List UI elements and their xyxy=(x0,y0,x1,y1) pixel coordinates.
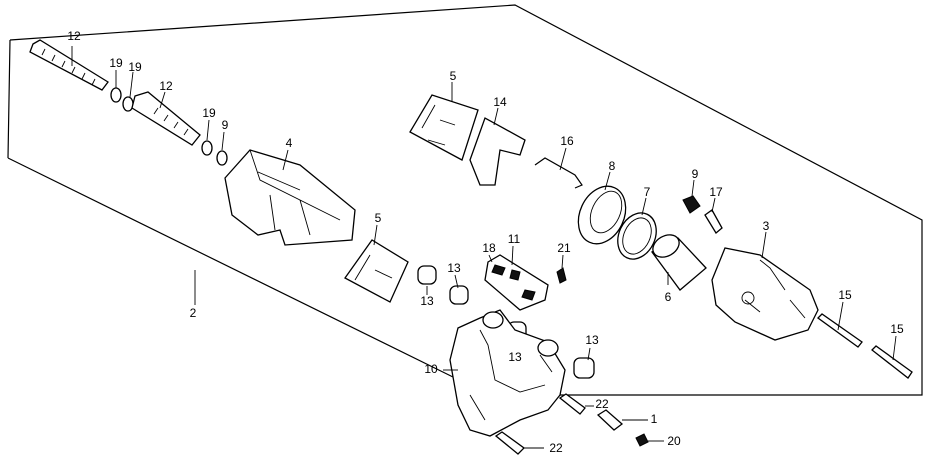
label-2: 2 xyxy=(190,306,197,320)
clip-21 xyxy=(556,254,567,284)
piston-6 xyxy=(651,234,707,291)
bleeder-screw-17 xyxy=(704,197,723,234)
label-13-b: 13 xyxy=(420,294,434,308)
connector-1 xyxy=(596,409,648,431)
label-15-a: 15 xyxy=(838,288,852,302)
label-7: 7 xyxy=(644,185,651,199)
assembly-outline xyxy=(7,4,923,396)
label-11: 11 xyxy=(508,232,521,246)
bolt-22-lower xyxy=(494,431,544,455)
label-10: 10 xyxy=(424,362,438,376)
o-ring-19-b xyxy=(122,96,134,112)
label-21: 21 xyxy=(557,241,571,255)
label-12-lower: 12 xyxy=(159,79,173,93)
label-8: 8 xyxy=(609,159,616,173)
label-17: 17 xyxy=(709,185,723,199)
caliper-housing-3 xyxy=(711,231,819,341)
label-1: 1 xyxy=(651,412,658,426)
pad-shim-5-upper xyxy=(409,82,479,161)
caliper-bracket-10 xyxy=(443,309,566,437)
label-13-a: 13 xyxy=(447,261,461,275)
brake-pad-11-18 xyxy=(484,245,549,311)
pin-15-a xyxy=(817,301,863,348)
pad-spring-14 xyxy=(469,107,526,186)
bolt-20 xyxy=(635,433,664,447)
label-19-b: 19 xyxy=(128,60,142,74)
slide-pin-12-upper xyxy=(29,39,109,91)
label-5-lower: 5 xyxy=(375,211,382,225)
pin-15-b xyxy=(871,335,913,379)
label-13-c: 13 xyxy=(508,350,522,364)
label-3: 3 xyxy=(763,219,770,233)
label-22-upper: 22 xyxy=(595,397,609,411)
pad-shim-5-lower xyxy=(344,224,409,303)
label-22-lower: 22 xyxy=(549,441,563,455)
slide-pin-12-lower xyxy=(131,91,201,146)
label-16: 16 xyxy=(560,134,574,148)
label-13-d: 13 xyxy=(585,333,599,347)
o-ring-19-c xyxy=(201,140,213,156)
bushing-13-b xyxy=(449,274,469,305)
part-labels: 12 19 19 12 19 9 4 5 14 16 8 9 17 7 3 5 … xyxy=(67,29,904,455)
label-15-b: 15 xyxy=(890,322,904,336)
label-19-a: 19 xyxy=(109,56,123,70)
bleeder-cap-9 xyxy=(682,179,701,214)
piston-seal-7 xyxy=(617,197,657,260)
label-18: 18 xyxy=(482,241,496,255)
o-ring-9-a xyxy=(216,150,228,166)
bushing-13-d xyxy=(573,347,595,379)
label-5-upper: 5 xyxy=(450,69,457,83)
label-20: 20 xyxy=(667,434,681,448)
caliper-body-4 xyxy=(224,149,356,246)
label-19-c: 19 xyxy=(202,106,216,120)
label-14: 14 xyxy=(493,95,507,109)
bushing-13-a xyxy=(417,265,437,295)
bolt-22-upper xyxy=(558,393,594,415)
label-4: 4 xyxy=(286,136,293,150)
label-6: 6 xyxy=(665,290,672,304)
spring-16 xyxy=(534,147,583,189)
piston-boot-8 xyxy=(577,171,627,245)
o-ring-19-a xyxy=(110,87,122,103)
label-12-upper: 12 xyxy=(67,29,81,43)
label-9-a: 9 xyxy=(222,118,229,132)
label-9-b: 9 xyxy=(692,167,699,181)
